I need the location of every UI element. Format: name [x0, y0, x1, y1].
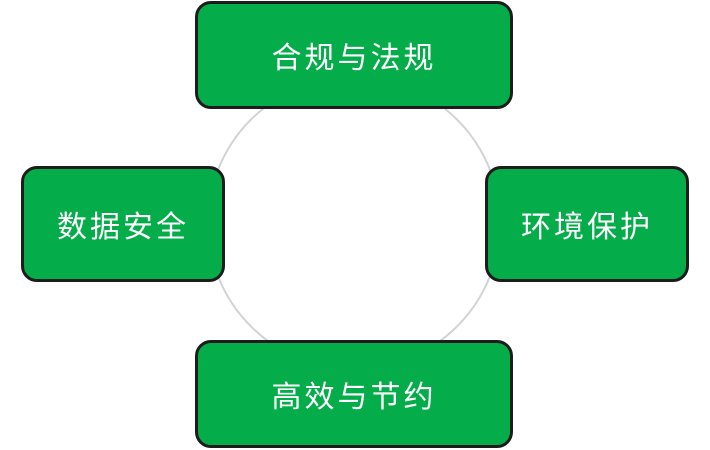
node-label: 数据安全 [57, 210, 189, 245]
node-label: 合规与法规 [271, 41, 437, 76]
ring-circle [207, 76, 501, 370]
node-compliance-regulations: 合规与法规 [195, 1, 513, 109]
node-environmental-protection: 环境保护 [485, 166, 689, 282]
node-efficiency-saving: 高效与节约 [195, 340, 513, 448]
node-label: 环境保护 [521, 210, 653, 245]
node-label: 高效与节约 [271, 380, 437, 415]
node-data-security: 数据安全 [21, 166, 225, 282]
